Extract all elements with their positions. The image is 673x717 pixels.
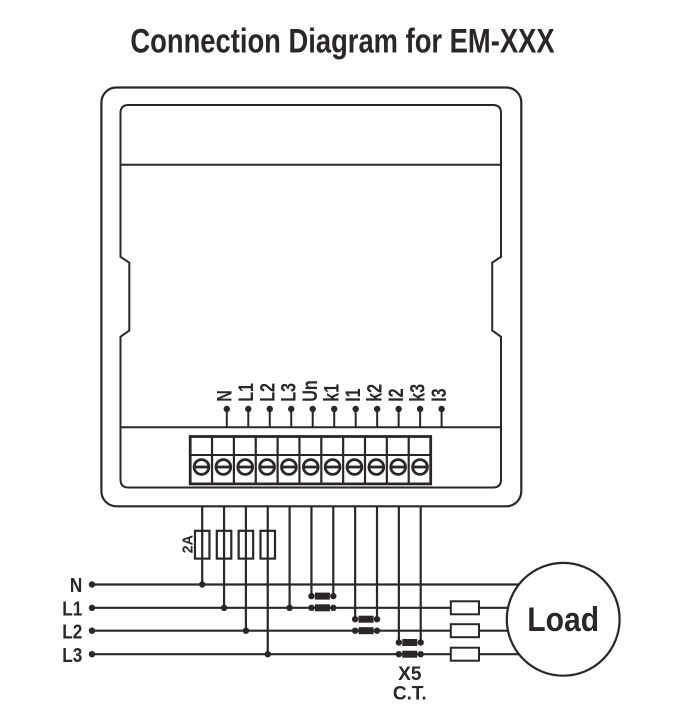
svg-text:L2: L2 bbox=[62, 620, 82, 643]
svg-text:k2: k2 bbox=[364, 384, 388, 402]
svg-text:k3: k3 bbox=[407, 384, 431, 402]
svg-text:L2: L2 bbox=[256, 383, 280, 402]
svg-text:N: N bbox=[70, 574, 82, 597]
svg-text:Connection Diagram for EM-XXX: Connection Diagram for EM-XXX bbox=[130, 22, 555, 61]
svg-text:I2: I2 bbox=[385, 388, 409, 401]
svg-text:2A: 2A bbox=[180, 535, 196, 553]
svg-text:Un: Un bbox=[299, 380, 323, 401]
svg-text:N: N bbox=[213, 390, 237, 402]
svg-text:Load: Load bbox=[527, 600, 599, 638]
svg-text:I1: I1 bbox=[342, 388, 366, 402]
svg-text:k1: k1 bbox=[321, 383, 345, 401]
svg-text:I3: I3 bbox=[428, 388, 452, 401]
svg-text:L3: L3 bbox=[278, 383, 302, 402]
svg-text:X5: X5 bbox=[398, 664, 422, 685]
svg-text:C.T.: C.T. bbox=[393, 684, 427, 705]
svg-text:L1: L1 bbox=[235, 383, 259, 402]
svg-text:L1: L1 bbox=[62, 597, 82, 620]
svg-text:L3: L3 bbox=[62, 644, 82, 667]
